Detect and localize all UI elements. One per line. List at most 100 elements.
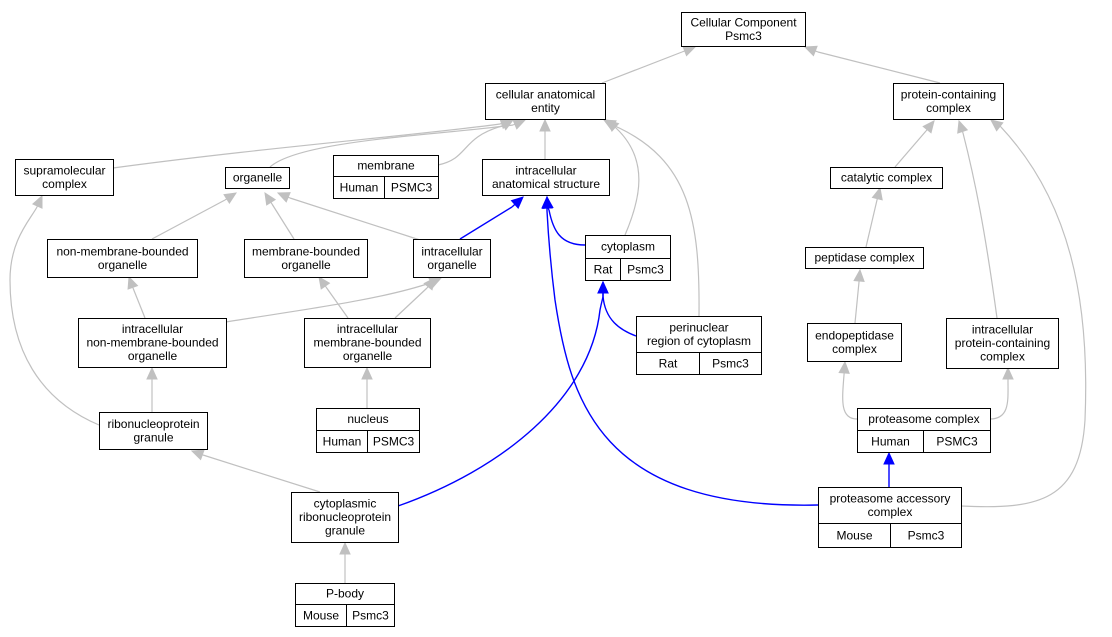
edge-supra-to-cae <box>112 118 514 169</box>
edge-line <box>615 127 640 236</box>
node-label-line: protein-containing <box>901 87 996 101</box>
arrowhead <box>339 541 351 555</box>
edge-line <box>459 206 513 240</box>
gene-label: Psmc3 <box>352 609 389 623</box>
edge-line <box>960 125 1087 508</box>
node-label-line: non-membrane-bounded <box>56 244 188 258</box>
edge-imbo-to-io <box>394 277 436 319</box>
node-label-line: organelle <box>427 258 477 272</box>
edge-line-end <box>511 203 516 208</box>
gene-label: PSMC3 <box>373 435 415 449</box>
arrowhead <box>602 119 617 131</box>
node-box <box>291 492 399 543</box>
node-box <box>805 247 924 269</box>
edge-line <box>271 203 295 240</box>
species-label: Mouse <box>836 529 872 543</box>
node-box <box>244 239 368 278</box>
edge-line <box>112 123 501 169</box>
node-peptidase[interactable]: peptidase complex <box>805 247 924 269</box>
node-label-line: peptidase complex <box>814 251 914 265</box>
node-inmbo[interactable]: intracellularnon-membrane-boundedorganel… <box>78 318 227 368</box>
gene-cell: PSMC3 <box>367 430 420 453</box>
annotation-cell-bg <box>384 176 439 199</box>
node-label-line: membrane-bounded <box>313 336 421 350</box>
node-label-line: intracellular <box>122 322 183 336</box>
edge-pac-to-ias <box>541 195 819 506</box>
node-label-line: entity <box>531 101 560 115</box>
node-label-line: ribonucleoprotein <box>107 417 199 431</box>
node-box <box>413 239 491 278</box>
node-label-line: Psmc3 <box>725 29 762 43</box>
node-label-line: organelle <box>98 258 148 272</box>
species-cell: Rat <box>585 258 621 281</box>
edge-mbo-to-organelle <box>264 191 295 240</box>
species-cell: Human <box>316 430 368 453</box>
edge-line <box>842 374 858 420</box>
arrowhead <box>957 119 969 134</box>
gene-label: PSMC3 <box>936 435 978 449</box>
arrowhead <box>883 451 895 465</box>
edges-layer <box>9 45 1087 583</box>
node-box <box>304 318 431 368</box>
node-box <box>830 167 943 189</box>
node-label-line: organelle <box>343 349 393 363</box>
edge-line <box>132 287 146 319</box>
edge-line <box>894 130 927 168</box>
edge-line <box>614 125 700 317</box>
edge-inmbo-to-io <box>225 277 443 323</box>
node-box <box>78 318 227 368</box>
node-label-line: Cellular Component <box>690 15 797 29</box>
edge-rnpg-to-inmbo <box>146 366 158 412</box>
edge-line <box>548 209 586 246</box>
edge-line <box>865 199 878 248</box>
edge-pcc-to-root <box>803 45 941 84</box>
arrowhead <box>223 192 238 205</box>
species-label: Rat <box>594 263 613 277</box>
node-organelle[interactable]: organelle <box>225 167 290 189</box>
edge-line <box>546 210 819 506</box>
node-label-line: intracellular <box>972 323 1033 337</box>
species-cell: Mouse <box>295 604 347 627</box>
arrowhead <box>541 195 553 209</box>
arrowhead <box>510 196 524 209</box>
arrowhead <box>423 277 436 291</box>
gene-cell: Psmc3 <box>699 352 762 375</box>
node-label-line: granule <box>325 524 365 538</box>
arrowhead <box>318 276 331 290</box>
edge-line <box>397 295 604 507</box>
node-label-line: region of cytoplasm <box>647 334 751 348</box>
node-label-line: granule <box>133 430 173 444</box>
gene-cell: Psmc3 <box>620 258 671 281</box>
arrowhead <box>838 360 850 374</box>
edge-line <box>225 282 431 323</box>
node-catalytic[interactable]: catalytic complex <box>830 167 943 189</box>
edge-ias-to-cae <box>539 118 551 159</box>
arrowhead <box>500 119 515 131</box>
node-label-line: perinuclear <box>669 320 728 334</box>
arrowhead <box>512 119 527 130</box>
node-box <box>818 487 962 524</box>
gene-label: Psmc3 <box>712 357 749 371</box>
species-cell: Human <box>333 176 385 199</box>
edge-line <box>854 281 860 324</box>
